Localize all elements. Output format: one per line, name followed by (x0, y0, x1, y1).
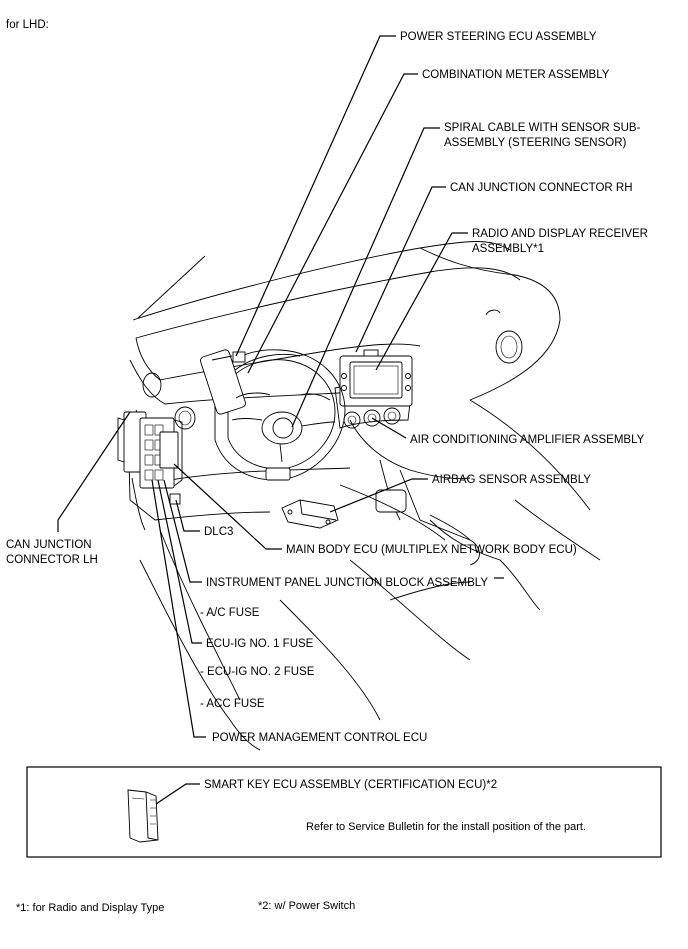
label-dlc3: DLC3 (204, 526, 233, 538)
label-can-junction-lh-line1: CAN JUNCTION (6, 539, 92, 551)
label-radio-line1: RADIO AND DISPLAY RECEIVER (472, 228, 648, 240)
label-can-junction-lh-line2: CONNECTOR LH (6, 554, 98, 566)
label-air-conditioning-amplifier: AIR CONDITIONING AMPLIFIER ASSEMBLY (410, 434, 645, 446)
label-main-body-ecu: MAIN BODY ECU (MULTIPLEX NETWORK BODY EC… (286, 544, 577, 556)
label-power-management-ecu: POWER MANAGEMENT CONTROL ECU (212, 732, 427, 744)
smart-key-ecu-illustration (127, 789, 159, 843)
label-acc-fuse: - ACC FUSE (200, 698, 265, 710)
label-ac-fuse: - A/C FUSE (200, 607, 260, 619)
footnote-1: *1: for Radio and Display Type (16, 902, 164, 914)
dashboard-illustration (127, 241, 601, 751)
radio-display-receiver (339, 349, 413, 407)
label-smart-key-ecu: SMART KEY ECU ASSEMBLY (CERTIFICATION EC… (204, 779, 497, 791)
steering-wheel-and-meter (200, 349, 346, 481)
callout-labels: POWER STEERING ECU ASSEMBLY COMBINATION … (6, 31, 648, 744)
label-radio-line2: ASSEMBLY*1 (472, 243, 544, 255)
label-instrument-panel-junction-block: INSTRUMENT PANEL JUNCTION BLOCK ASSEMBLY (206, 577, 488, 589)
leader-lines (57, 35, 504, 738)
label-can-junction-rh: CAN JUNCTION CONNECTOR RH (450, 182, 633, 194)
page-title: for LHD: (6, 19, 49, 31)
label-spiral-cable-line1: SPIRAL CABLE WITH SENSOR SUB- (444, 122, 641, 134)
label-airbag-sensor: AIRBAG SENSOR ASSEMBLY (432, 474, 591, 486)
label-combination-meter: COMBINATION METER ASSEMBLY (422, 69, 610, 81)
left-side-ecu-cluster (117, 411, 183, 531)
inset-frame (26, 766, 662, 858)
footnote-2: *2: w/ Power Switch (258, 900, 355, 912)
label-power-steering-ecu: POWER STEERING ECU ASSEMBLY (400, 31, 597, 43)
inset-note: Refer to Service Bulletin for the instal… (306, 821, 586, 833)
smart-key-inset: SMART KEY ECU ASSEMBLY (CERTIFICATION EC… (26, 766, 662, 858)
label-ecu-ig2-fuse: - ECU-IG NO. 2 FUSE (200, 666, 315, 678)
label-spiral-cable-line2: ASSEMBLY (STEERING SENSOR) (444, 137, 627, 149)
label-ecu-ig1-fuse: ECU-IG NO. 1 FUSE (206, 638, 314, 650)
airbag-sensor (281, 499, 339, 529)
